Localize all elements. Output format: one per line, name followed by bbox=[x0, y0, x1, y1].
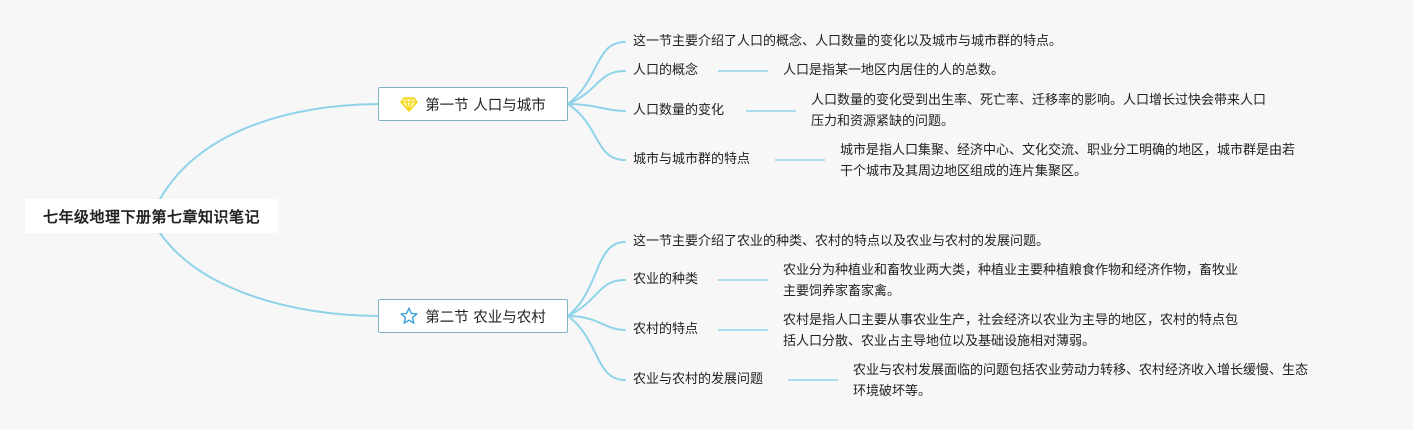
section-node-1[interactable]: 第一节 人口与城市 bbox=[378, 87, 568, 121]
topic-detail: 农村是指人口主要从事农业生产，社会经济以农业为主导的地区，农村的特点包 括人口分… bbox=[783, 310, 1238, 352]
detail-line: 农业与农村发展面临的问题包括农业劳动力转移、农村经济收入增长缓慢、生态 bbox=[853, 363, 1309, 378]
branch-root-sec1 bbox=[159, 103, 379, 200]
branch-sec2-summary bbox=[567, 241, 626, 317]
section-node-2[interactable]: 第二节 农业与农村 bbox=[378, 299, 568, 333]
gem-icon bbox=[400, 95, 418, 113]
star-icon bbox=[400, 307, 418, 325]
branch-sec2-topic3 bbox=[567, 315, 626, 381]
detail-line: 干个城市及其周边地区组成的连片集聚区。 bbox=[840, 164, 1088, 179]
detail-line: 括人口分散、农业占主导地位以及基础设施相对薄弱。 bbox=[783, 334, 1096, 349]
root-label: 七年级地理下册第七章知识笔记 bbox=[42, 207, 260, 226]
topic-detail: 城市是指人口集聚、经济中心、文化交流、职业分工明确的地区，城市群是由若 干个城市… bbox=[840, 140, 1295, 182]
root-node[interactable]: 七年级地理下册第七章知识笔记 bbox=[25, 199, 278, 233]
branch-sec2-topic2 bbox=[567, 315, 626, 331]
detail-line: 主要饲养家畜家禽。 bbox=[783, 284, 901, 299]
topic-detail: 农业分为种植业和畜牧业两大类，种植业主要种植粮食作物和经济作物，畜牧业 主要饲养… bbox=[783, 260, 1238, 302]
detail-line: 城市是指人口集聚、经济中心、文化交流、职业分工明确的地区，城市群是由若 bbox=[840, 143, 1296, 158]
branch-root-sec2 bbox=[159, 232, 379, 317]
detail-line: 人口是指某一地区内居住的人的总数。 bbox=[783, 63, 1005, 78]
detail-line: 人口数量的变化受到出生率、死亡率、迁移率的影响。人口增长过快会带来人口 bbox=[811, 93, 1267, 108]
branch-sec2-topic1 bbox=[567, 279, 626, 317]
section-summary: 这一节主要介绍了农业的种类、农村的特点以及农业与农村的发展问题。 bbox=[633, 234, 1050, 249]
branch-sec1-topic1 bbox=[567, 70, 626, 105]
section-label: 第二节 农业与农村 bbox=[425, 309, 546, 326]
detail-line: 农村是指人口主要从事农业生产，社会经济以农业为主导的地区，农村的特点包 bbox=[783, 313, 1239, 328]
section-label: 第一节 人口与城市 bbox=[425, 97, 546, 114]
branch-sec1-topic3 bbox=[567, 103, 626, 161]
topic-detail: 人口数量的变化受到出生率、死亡率、迁移率的影响。人口增长过快会带来人口 压力和资… bbox=[811, 90, 1266, 132]
detail-line: 压力和资源紧缺的问题。 bbox=[811, 114, 955, 129]
topic-label[interactable]: 城市与城市群的特点 bbox=[633, 152, 751, 167]
topic-label[interactable]: 农业的种类 bbox=[633, 272, 699, 287]
topic-detail: 人口是指某一地区内居住的人的总数。 bbox=[783, 60, 1004, 81]
topic-detail: 农业与农村发展面临的问题包括农业劳动力转移、农村经济收入增长缓慢、生态 环境破坏… bbox=[853, 360, 1308, 402]
detail-line: 环境破坏等。 bbox=[853, 384, 932, 399]
topic-label[interactable]: 人口数量的变化 bbox=[633, 103, 725, 118]
detail-line: 农业分为种植业和畜牧业两大类，种植业主要种植粮食作物和经济作物，畜牧业 bbox=[783, 263, 1239, 278]
section-summary: 这一节主要介绍了人口的概念、人口数量的变化以及城市与城市群的特点。 bbox=[633, 34, 1063, 49]
topic-label[interactable]: 人口的概念 bbox=[633, 63, 699, 78]
topic-label[interactable]: 农业与农村的发展问题 bbox=[633, 372, 764, 387]
branch-sec1-summary bbox=[567, 41, 626, 105]
topic-label[interactable]: 农村的特点 bbox=[633, 322, 699, 337]
branch-sec1-topic2 bbox=[567, 103, 626, 112]
